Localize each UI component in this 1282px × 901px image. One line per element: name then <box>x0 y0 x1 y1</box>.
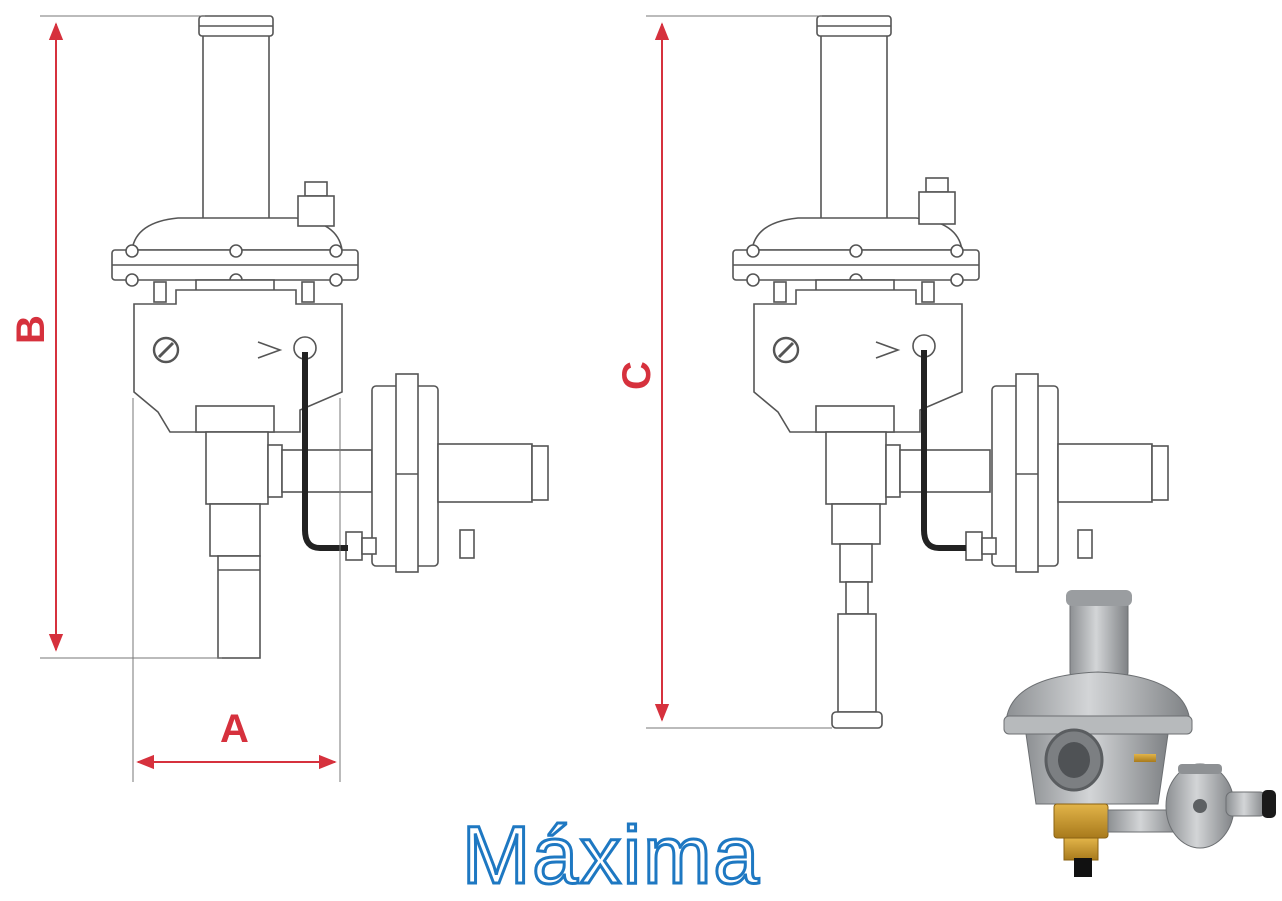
dimension-b-label: B <box>9 315 53 344</box>
dimension-c: C <box>615 15 832 729</box>
dimension-a: A <box>132 398 341 782</box>
regulator-drawing: B A C <box>9 15 1276 877</box>
right-regulator-view <box>732 15 1169 729</box>
footer-word: Máxima <box>460 810 762 901</box>
dimension-a-label: A <box>220 707 249 751</box>
product-photo <box>1003 590 1276 877</box>
left-regulator-view <box>111 15 549 659</box>
dimension-c-label: C <box>615 361 659 390</box>
dimension-b: B <box>9 15 222 659</box>
